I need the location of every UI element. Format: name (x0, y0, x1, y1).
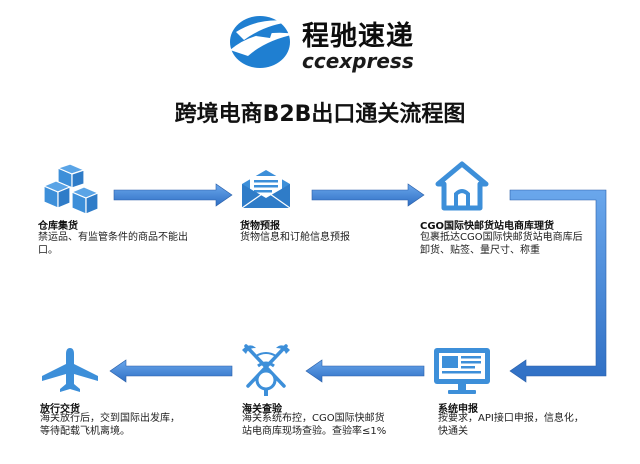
step-6-desc: 海关放行后，交到国际出发库，等待配载飞机离境。 (40, 413, 180, 437)
step-3-desc: 包裹抵达CGO国际快邮货站电商库后卸货、贴签、量尺寸、称重 (420, 232, 583, 256)
brand-logo: 程驰速递 ccexpress (226, 10, 446, 74)
page-title: 跨境电商B2B出口通关流程图 (174, 102, 466, 127)
step-6-title: 放行交货 (40, 404, 80, 415)
globe-bird-logo-icon (230, 16, 296, 68)
step-2-desc: 货物信息和订舱信息预报 (240, 232, 350, 243)
envelope-icon (241, 170, 291, 209)
step-3-title: CGO国际快邮货站电商库理货 (420, 221, 555, 232)
airplane-icon (42, 348, 98, 392)
brand-name-cn: 程驰速递 (302, 21, 414, 52)
brand-name-en: ccexpress (302, 49, 414, 73)
boxes-icon (42, 164, 100, 214)
arrow-step2-to-step3 (311, 183, 425, 207)
step-4-title: 系统申报 (438, 404, 478, 415)
step-2-title: 货物预报 (240, 221, 280, 232)
house-icon (435, 161, 489, 211)
customs-emblem-icon (242, 344, 290, 396)
arrow-step1-to-step2 (113, 183, 233, 207)
step-1-desc: 禁运品、有监管条件的商品不能出口。 (38, 232, 188, 256)
step-5-desc: 海关系统布控，CGO国际快邮货站电商库现场查验。查验率≤1% (242, 413, 387, 437)
step-4-desc: 按要求，API接口申报，信息化，快通关 (438, 413, 584, 437)
step-1-title: 仓库集货 (38, 221, 78, 232)
step-5-title: 海关查验 (242, 404, 282, 415)
arrow-step5-to-step6 (109, 359, 233, 383)
arrow-step3-to-step4 (509, 189, 607, 383)
monitor-icon (434, 348, 490, 394)
arrow-step4-to-step5 (305, 359, 425, 383)
